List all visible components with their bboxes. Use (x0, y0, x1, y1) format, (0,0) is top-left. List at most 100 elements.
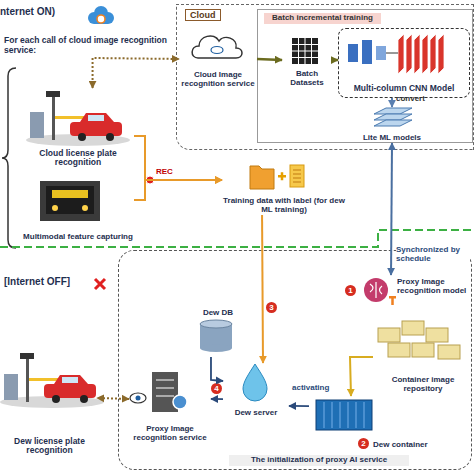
eye-icon (211, 47, 223, 54)
node-label: Proxy Image recognition model (397, 278, 473, 296)
connector (93, 58, 179, 88)
connector (390, 143, 393, 275)
model-box: Multi-column CNN Model (338, 28, 470, 98)
node-label: Training data with label (for dew ML tra… (222, 197, 346, 215)
cnn-layer (438, 34, 444, 74)
cnn-layer (348, 44, 358, 62)
car-window (88, 115, 104, 121)
car (70, 122, 122, 136)
plate-scene (0, 353, 104, 408)
edge-label: convert (396, 95, 436, 104)
node-label: Cloud license plate recognition (22, 149, 134, 168)
cnn-link (386, 53, 398, 54)
wheel (78, 133, 86, 141)
node-label: Batch incremental training (264, 13, 381, 24)
connector (211, 357, 223, 381)
wheel (106, 133, 114, 141)
node-label: The initialization of proxy AI service (229, 455, 409, 466)
image-box (412, 343, 434, 357)
node-label: Dew license plate recognition (2, 437, 97, 456)
model-stack (374, 108, 412, 114)
node-label: Dew server (223, 409, 289, 418)
light (82, 205, 88, 211)
barrier (55, 116, 85, 119)
cnn-layer (398, 34, 404, 74)
connector (211, 398, 223, 400)
cnn-layer (362, 40, 372, 64)
connector (134, 136, 222, 180)
sign (52, 190, 88, 198)
node-label: Batch Datasets (282, 70, 332, 88)
connector (134, 180, 222, 200)
edge-label: activating (292, 384, 344, 393)
model-node: Proxy Image recognition model (359, 275, 474, 311)
zone-label: nternet ON) (0, 6, 90, 17)
cnn-layer (406, 34, 412, 74)
note-text: For each call of cloud image recognition… (4, 36, 176, 55)
image-box (438, 345, 460, 359)
image-box (388, 343, 410, 357)
camera (46, 91, 60, 97)
node-label: Multimodal feature capturing (22, 233, 134, 242)
scene-node: Cloud license plate recognition (22, 88, 134, 168)
image-box (426, 328, 448, 342)
plus-sign (281, 172, 284, 180)
camera-pole (26, 358, 29, 402)
capture-photo (40, 181, 100, 221)
model-stack (374, 120, 412, 126)
callout-number: 1 (345, 285, 356, 296)
db-icon (200, 320, 232, 328)
image-box (402, 321, 424, 335)
connector (261, 215, 264, 363)
model-node: Lite ML models (354, 107, 430, 143)
dataset-grid (292, 38, 318, 64)
edge-label: Synchronized by schedule (396, 246, 470, 264)
zone-label: [Internet OFF] (4, 276, 94, 287)
camera (20, 353, 34, 359)
barrier (29, 378, 59, 381)
drop-icon (243, 364, 267, 401)
container-node: Dew container (309, 396, 449, 452)
status-ring (97, 15, 105, 23)
container-icon (324, 402, 364, 428)
zone-region: CloudBatch incremental trainingBatch Dat… (176, 4, 474, 150)
cnn-layer (376, 46, 386, 60)
node-label: Cloud Image recognition service (179, 71, 257, 89)
cnn-layer (422, 34, 428, 74)
doc-icon (290, 165, 304, 187)
car (80, 113, 114, 122)
server-icon (156, 380, 174, 396)
offline-mark (95, 279, 105, 289)
capture-node: Multimodal feature capturing (22, 178, 134, 242)
service-node: Proxy Image recognition service (129, 369, 211, 443)
eye-icon (130, 393, 146, 403)
booth (30, 112, 44, 138)
zone-region: The initialization of proxy AI service Pr… (118, 250, 472, 470)
folder-icon (250, 166, 274, 189)
scene-node: Dew license plate recognition (2, 328, 97, 456)
node-label: Container image repository (373, 376, 473, 394)
image-box (378, 328, 400, 342)
network-divider (0, 230, 474, 247)
node-label: Proxy Image recognition service (129, 425, 211, 443)
tf-mark (391, 296, 394, 305)
rec-dot (146, 176, 154, 184)
node-label: Dew container (373, 441, 428, 450)
connector (257, 59, 282, 60)
car (54, 375, 88, 384)
data-node: Training data with label (for dew ML tra… (222, 158, 346, 215)
plate-scene (26, 91, 130, 146)
brain-icon (364, 278, 388, 302)
callout-number: 3 (266, 302, 277, 313)
camera-pole (52, 96, 55, 140)
car-window (62, 377, 78, 383)
database-node: Dew DB (189, 309, 247, 357)
cloud-icon (192, 36, 242, 58)
callout-number: 2 (358, 438, 369, 449)
connector (289, 405, 309, 407)
callout-number: 4 (211, 383, 222, 394)
dataset-node: Batch Datasets (282, 40, 332, 88)
node-label: Dew DB (189, 309, 247, 318)
bracket (2, 68, 16, 248)
connector (97, 397, 129, 400)
